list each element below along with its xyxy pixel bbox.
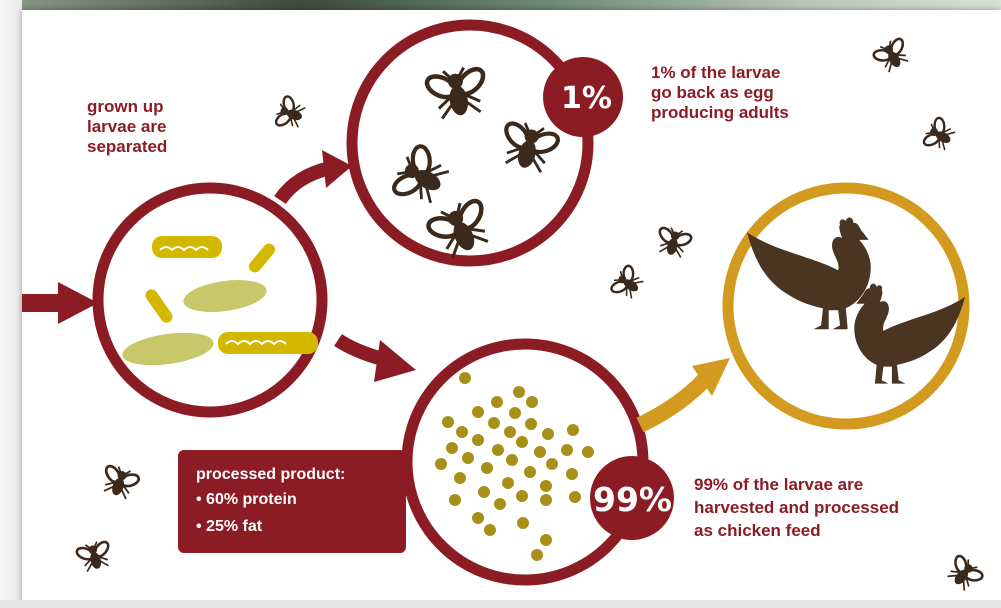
page-edge [0, 0, 22, 608]
one-percent-badge-bg [543, 57, 623, 137]
feed-pellet-icon [435, 372, 594, 561]
ninety-nine-badge: 99% [593, 480, 672, 519]
fly-icon [605, 260, 649, 306]
product-fat-item: • 25% fat [196, 518, 263, 535]
one-percent-description: 1% of the larvae go back as egg producin… [651, 63, 789, 122]
product-protein-item: • 60% protein [196, 491, 297, 508]
fly-icon [95, 460, 145, 504]
fly-icon [270, 91, 309, 136]
processed-product-title: processed product: [196, 466, 346, 483]
separated-label: grown up larvae are separated [87, 97, 168, 156]
fly-icon [940, 549, 989, 597]
adult-flies-circle [346, 19, 594, 267]
arrow-to-adults-icon [274, 150, 352, 205]
larvae-circle [92, 182, 328, 418]
processed-product-box [178, 450, 406, 553]
ninety-nine-description: 99% of the larvae are harvested and proc… [694, 475, 900, 540]
larva-icon [122, 236, 318, 366]
bottom-band [0, 600, 1001, 608]
arrow-to-feed-icon [334, 334, 416, 382]
fly-icon [918, 112, 960, 158]
feed-circle [401, 338, 649, 586]
ninety-nine-badge-bg [590, 456, 674, 540]
arrow-to-chickens-icon [636, 358, 730, 433]
one-percent-badge: 1% [561, 81, 612, 116]
chickens-circle [722, 182, 970, 430]
fly-icon [651, 222, 697, 261]
entry-arrow-icon [22, 282, 98, 324]
fly-icon [867, 32, 916, 78]
fly-icon [71, 536, 117, 575]
